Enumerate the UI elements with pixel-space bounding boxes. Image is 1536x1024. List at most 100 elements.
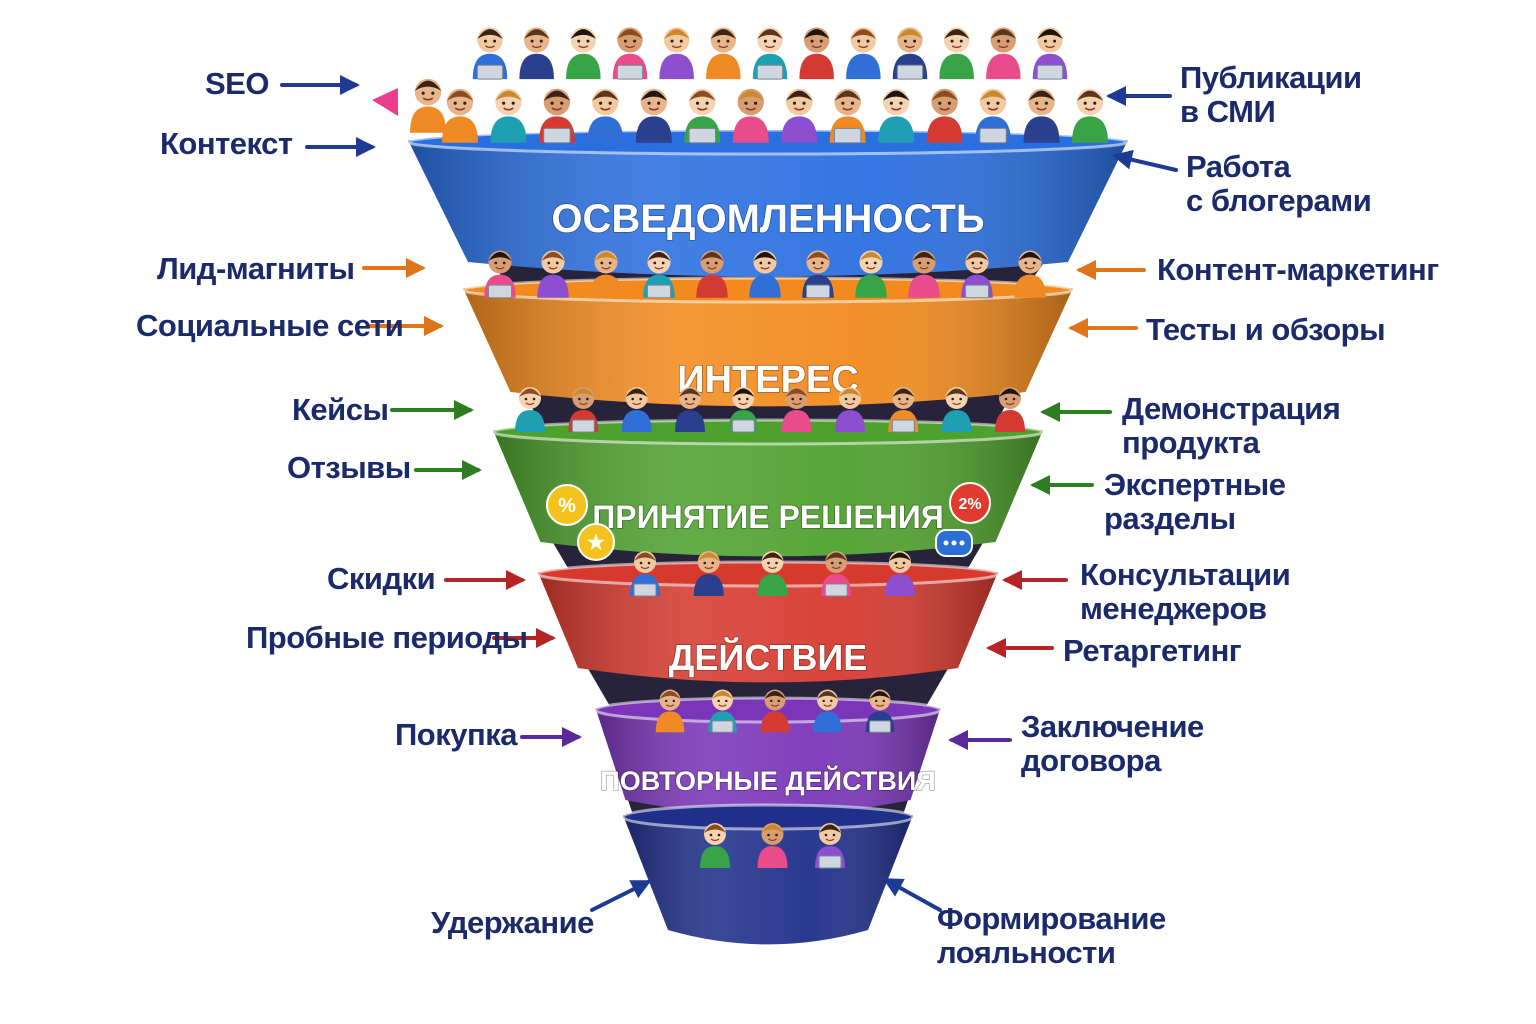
channel-label-left: SEO [205,67,269,101]
funnel-person-hair [712,690,733,700]
funnel-person-eye [822,699,825,703]
crowd-person-hair [944,29,970,39]
funnel-person [995,387,1025,432]
crowd-person-body [519,53,554,80]
channel-label-right: Контент-маркетинг [1157,253,1439,287]
funnel-person [537,250,569,298]
funnel-person-hair [634,552,656,561]
crowd-person-eye [1044,101,1048,105]
funnel-stage-5 [621,803,915,945]
crowd-person-smile [764,45,776,49]
stage-title: ПОВТОРНЫЕ ДЕЙСТВИЯ [600,765,935,796]
funnel-person [749,250,781,298]
funnel-person-smile [640,566,650,570]
funnel-person-eye [709,833,713,837]
funnel-person-eye [555,261,559,265]
funnel-person-smile [738,402,748,406]
crowd-person-eye [947,101,951,105]
crowd-person-hair [1037,29,1063,39]
funnel-person-smile [718,704,727,707]
funnel-person-eye [852,397,856,401]
funnel-person [781,387,812,432]
crowd-person-eye [530,39,534,43]
funnel-person-eye [706,261,710,265]
funnel-person-eye [951,397,954,401]
crowd-person-body [1023,116,1060,143]
funnel-person-laptop [571,419,595,433]
funnel-person-hair [647,252,671,261]
channel-label-left: Удержание [431,906,594,940]
funnel-person-body [675,410,705,432]
funnel-person-eye [873,261,877,265]
crowd-person-eye [792,101,796,105]
funnel-person [855,250,887,298]
percent-icon-text: % [558,495,576,517]
star-icon-disc [577,523,615,561]
crowd-person-hair [990,29,1016,39]
funnel-person-eye [767,561,770,565]
funnel-person-eye [832,833,836,837]
crowd-person-eye [539,39,543,43]
crowd-person-eye [726,39,730,43]
percent-icon: % [546,484,588,526]
channel-label-text: Отзывы [287,450,411,485]
crowd-person-eye [599,101,603,105]
funnel-person-hair [869,690,891,700]
crowd-person [1032,27,1068,80]
discount-icon-disc [949,482,991,524]
megaphone-icon [372,88,398,116]
funnel-person-eye [844,397,848,401]
crowd-person-smile [858,45,869,49]
crowd-person-smile [987,107,999,111]
crowd-person-eye [986,101,990,105]
crowd-person-laptop [896,64,924,80]
crowd-person-hair [850,29,876,39]
crowd-person-hair [979,90,1007,101]
megaphone-person-smile [422,97,434,101]
funnel-person-smile [578,402,588,406]
funnel-person-body [537,274,569,298]
crowd-person-eye [1053,39,1057,43]
crowd-person-eye [560,101,564,105]
channel-label-text: Удержание [431,905,594,940]
funnel-person [821,551,852,597]
crowd-person [472,27,508,80]
crowd-person-body [566,53,601,80]
crowd-person-hair [804,29,830,39]
crowd-person-smile [1084,107,1096,111]
crowd-person-smile [531,45,542,49]
funnel-stage-3: ДЕЙСТВИЕ [536,560,1000,683]
megaphone-person-body [410,106,446,133]
crowd-person [986,27,1021,80]
crowd-person-smile [671,45,682,49]
funnel-person [961,250,993,299]
funnel-person-smile [875,704,885,707]
funnel-person-eye [703,561,707,565]
crowd-person [612,27,648,80]
stage-title: ПРИНЯТИЕ РЕШЕНИЯ [592,499,944,535]
funnel-person [888,387,919,433]
crowd-person-hair [786,90,813,101]
chat-icon-dot [959,540,965,546]
crowd-person-body [732,116,769,143]
funnel-person-hair [819,824,841,833]
crowd-person-smile [484,45,496,49]
funnel-person-smile [792,402,802,406]
funnel-person-eye [664,699,668,703]
crowd-person-body [939,53,974,80]
channel-label-left: Лид-магниты [157,252,355,286]
funnel-person-eye [1004,397,1008,401]
funnel-person-hair [572,388,595,397]
stage-title: ИНТЕРЕС [677,359,858,401]
crowd-person [846,27,881,80]
funnel-person-body [941,410,972,432]
crowd-person-eye [810,39,814,43]
crowd-person-eye [857,39,861,43]
star-icon-text: ★ [587,532,605,554]
funnel-person-eye [494,261,498,265]
